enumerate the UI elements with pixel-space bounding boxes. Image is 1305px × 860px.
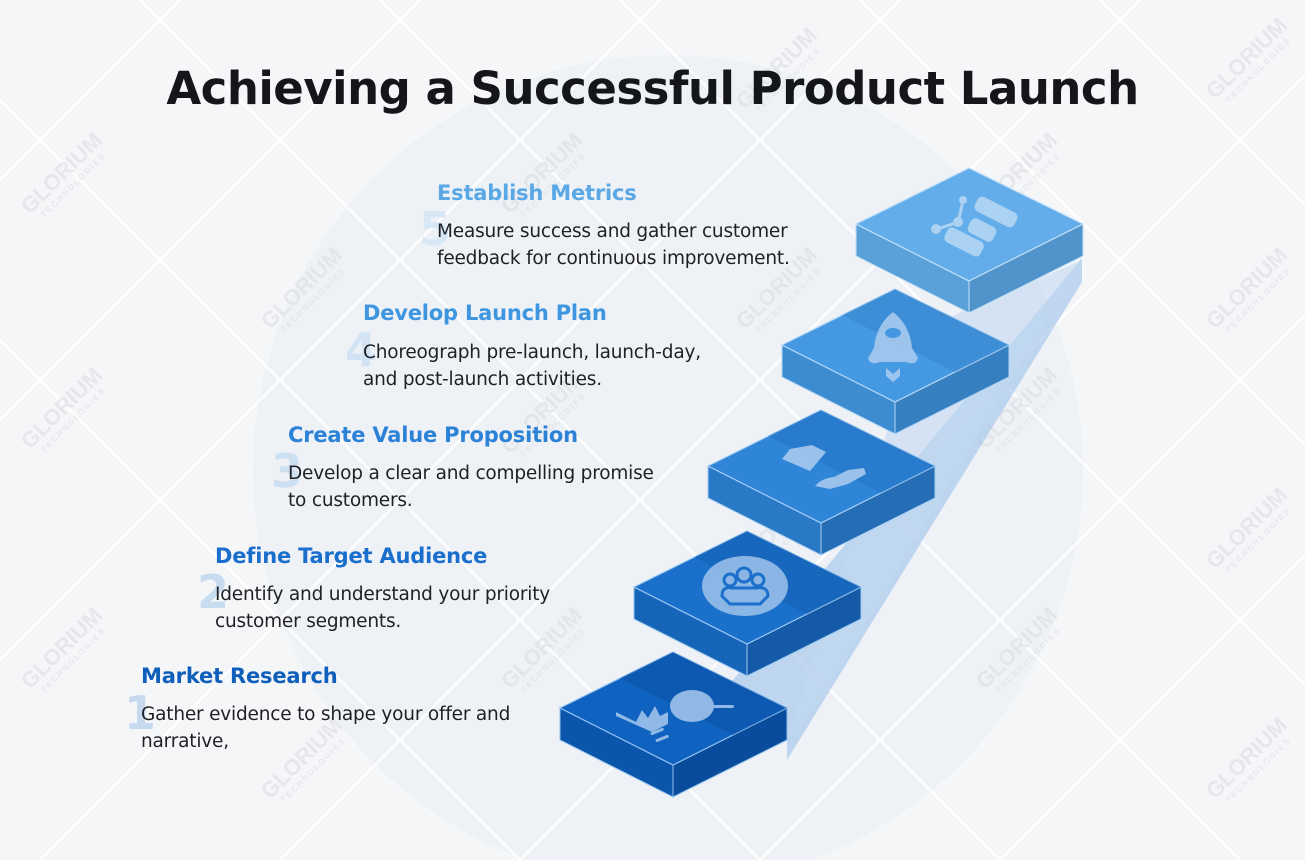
stairs-shadow-right xyxy=(787,260,1082,740)
step-number: 3 xyxy=(271,444,304,498)
step-description-line2: and post-launch activities. xyxy=(363,369,602,390)
step-description-line1: Choreograph pre-launch, launch-day, xyxy=(363,342,701,363)
step-description-line2: to customers. xyxy=(288,490,413,511)
step-block-2 xyxy=(632,530,863,677)
step-heading: Market Research xyxy=(141,664,338,688)
diamond-hand-icon xyxy=(782,445,866,489)
step-block-4 xyxy=(780,288,1011,435)
step-heading: Establish Metrics xyxy=(437,181,637,205)
step-description-line1: Gather evidence to shape your offer and xyxy=(141,704,511,725)
metrics-chart-icon xyxy=(931,196,1018,257)
step-block-5 xyxy=(854,167,1085,314)
step-number: 4 xyxy=(345,323,378,377)
rocket-icon xyxy=(868,312,918,382)
step-description-line2: customer segments. xyxy=(215,611,402,632)
step-description-line2: narrative, xyxy=(141,731,229,752)
step-block-1 xyxy=(558,651,789,798)
step-description-line2: feedback for continuous improvement. xyxy=(437,248,790,269)
step-number: 1 xyxy=(124,686,157,740)
page-title: Achieving a Successful Product Launch xyxy=(166,62,1139,115)
step-number: 5 xyxy=(419,202,452,256)
step-number: 2 xyxy=(197,565,230,619)
market-research-icon xyxy=(616,690,734,743)
step-heading: Develop Launch Plan xyxy=(363,301,607,325)
audience-group-icon xyxy=(702,556,788,616)
step-description-line1: Develop a clear and compelling promise xyxy=(288,463,654,484)
step-heading: Define Target Audience xyxy=(215,544,488,568)
step-description-line1: Identify and understand your priority xyxy=(215,584,550,605)
step-description-line1: Measure success and gather customer xyxy=(437,221,788,242)
step-block-3 xyxy=(706,409,937,556)
step-heading: Create Value Proposition xyxy=(288,423,578,447)
